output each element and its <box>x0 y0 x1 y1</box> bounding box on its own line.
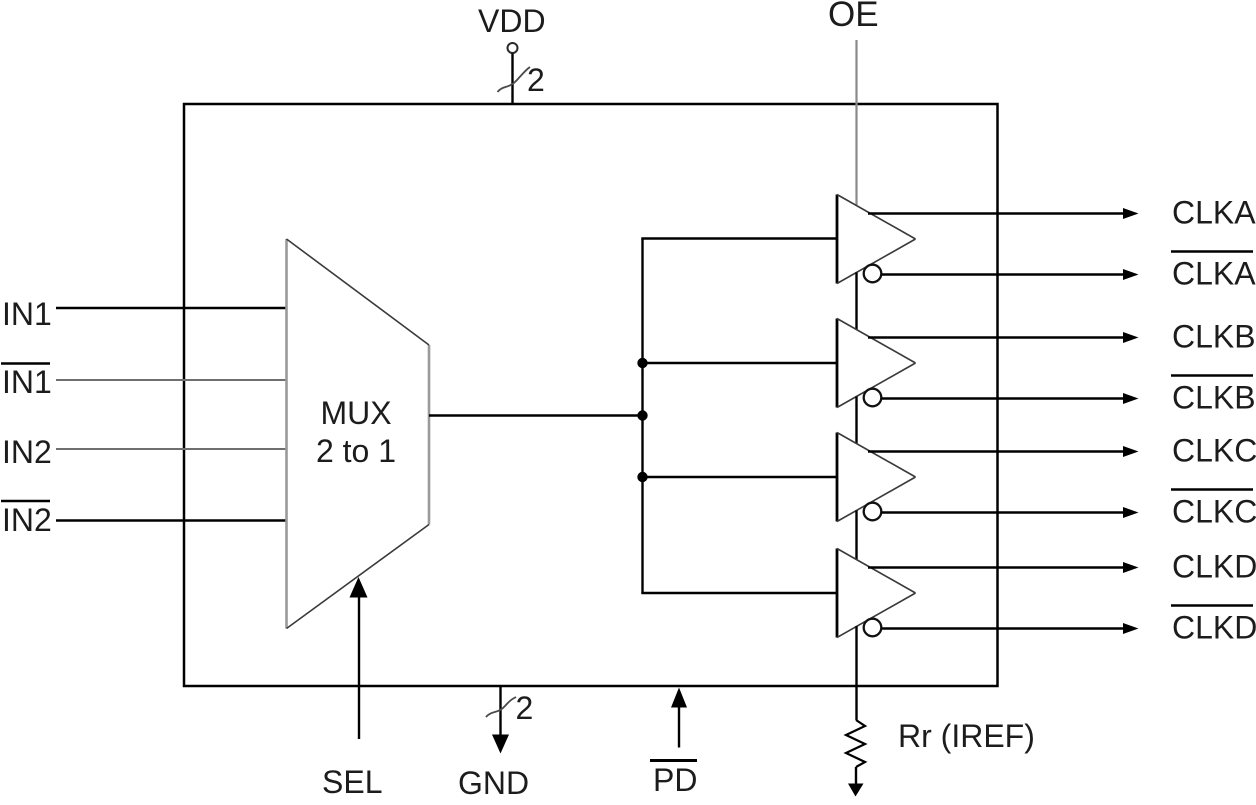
svg-text:CLKB: CLKB <box>1172 319 1256 355</box>
svg-text:CLKA: CLKA <box>1172 256 1256 292</box>
svg-text:VDD: VDD <box>478 3 546 39</box>
svg-text:2: 2 <box>527 62 545 98</box>
svg-text:IN2: IN2 <box>2 502 52 538</box>
svg-text:CLKC: CLKC <box>1172 433 1256 469</box>
svg-text:CLKC: CLKC <box>1172 494 1256 530</box>
svg-text:CLKD: CLKD <box>1172 549 1256 585</box>
svg-text:2 to 1: 2 to 1 <box>316 433 396 469</box>
svg-text:MUX: MUX <box>320 395 391 431</box>
svg-text:CLKD: CLKD <box>1172 610 1256 646</box>
svg-text:SEL: SEL <box>322 764 382 800</box>
svg-text:2: 2 <box>516 690 534 726</box>
svg-text:PD: PD <box>653 762 697 798</box>
svg-text:OE: OE <box>828 0 879 34</box>
svg-text:Rr (IREF): Rr (IREF) <box>898 718 1035 754</box>
svg-text:CLKB: CLKB <box>1172 380 1256 416</box>
svg-text:CLKA: CLKA <box>1172 195 1256 231</box>
svg-text:GND: GND <box>458 765 529 800</box>
svg-text:IN1: IN1 <box>2 364 52 400</box>
svg-text:IN2: IN2 <box>2 434 52 470</box>
svg-text:IN1: IN1 <box>2 296 52 332</box>
